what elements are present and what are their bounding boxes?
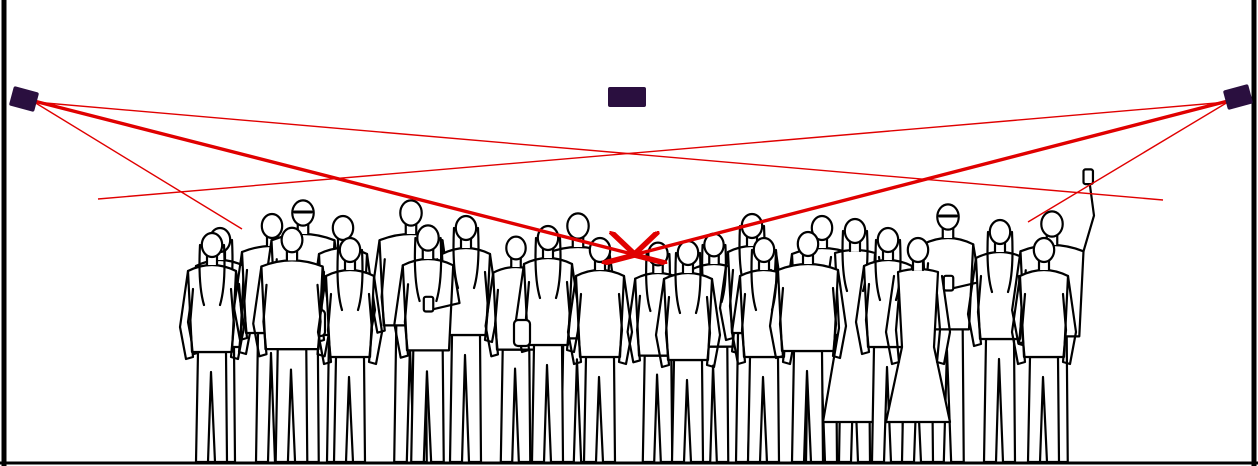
center-ceiling-sensor-icon — [608, 87, 646, 107]
